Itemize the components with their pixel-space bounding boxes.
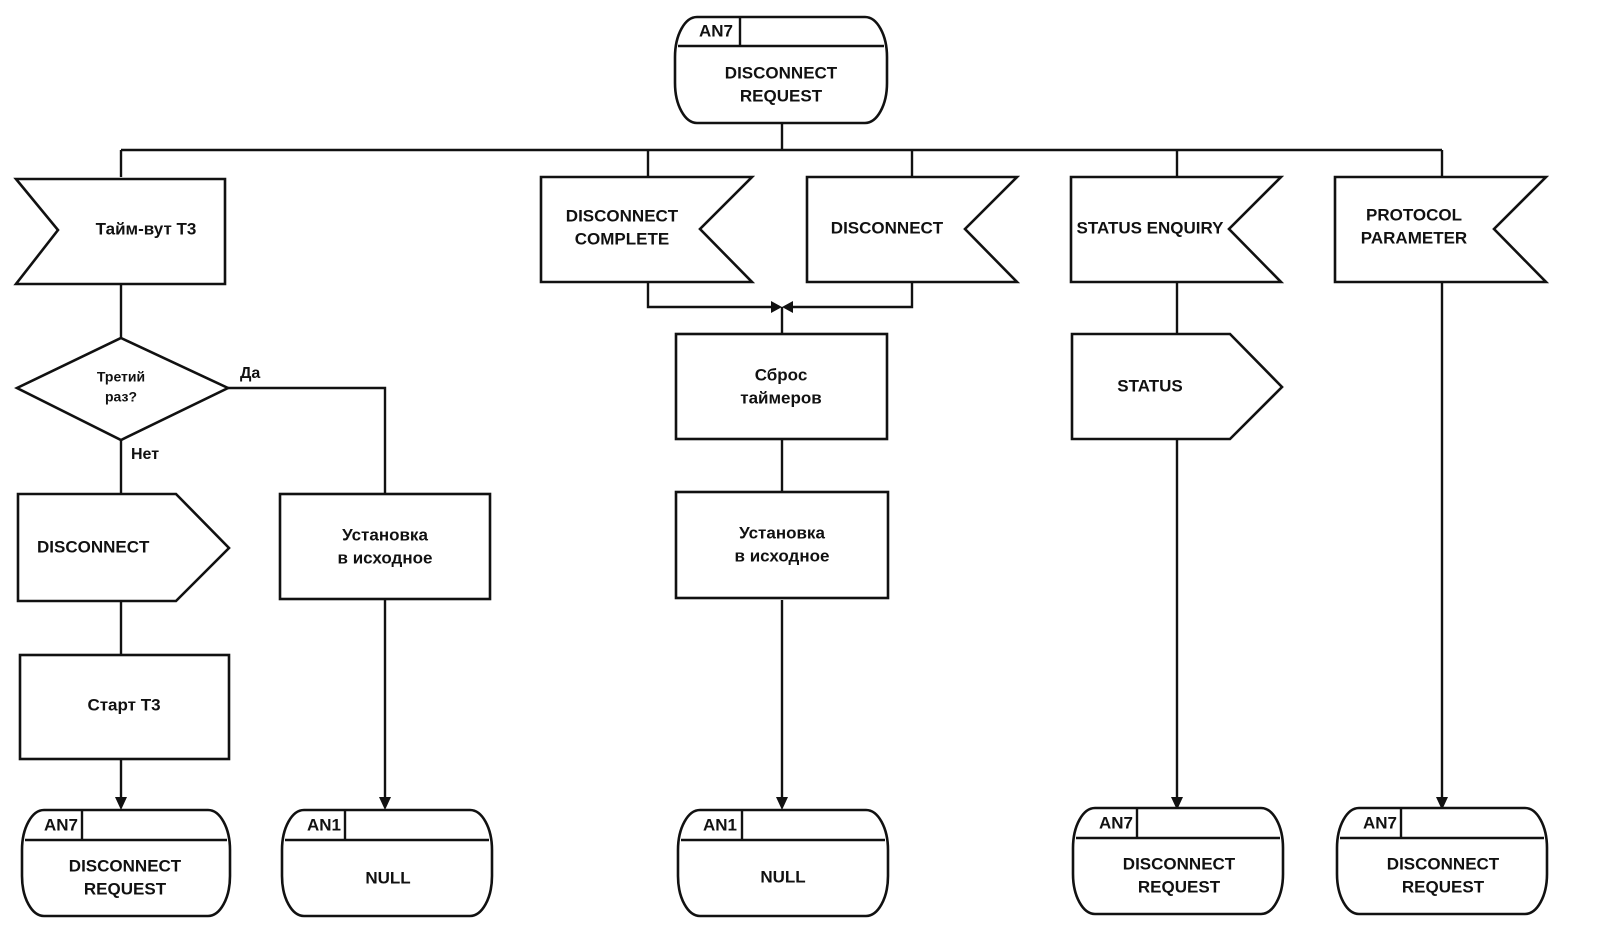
state-id: AN7 [1363, 813, 1397, 832]
end-state-an7-protocol: AN7 DISCONNECT REQUEST [1335, 806, 1549, 916]
disconnect-input: DISCONNECT [805, 175, 1021, 284]
connector-lines [119, 123, 1444, 800]
state-label-line1: DISCONNECT [725, 63, 838, 82]
reset-label-line1: Установка [739, 523, 825, 542]
merge-right [789, 282, 914, 309]
reset-timers-line1: Сброс [755, 365, 808, 384]
decision-no-label: Нет [131, 446, 159, 463]
status-enquiry-input: STATUS ENQUIRY [1069, 175, 1285, 284]
state-label-line1: DISCONNECT [69, 856, 182, 875]
start-t3-task: Старт Т3 [18, 653, 231, 761]
state-label: NULL [760, 867, 805, 886]
state-label-line1: DISCONNECT [1387, 854, 1500, 873]
state-id: AN1 [307, 815, 341, 834]
reset-initial-task-2: Установка в исходное [674, 490, 890, 600]
end-state-an7-status: AN7 DISCONNECT REQUEST [1071, 806, 1285, 916]
end-state-an7-left: AN7 DISCONNECT REQUEST [20, 808, 232, 918]
state-id: AN1 [703, 815, 737, 834]
arrow-head [115, 797, 127, 810]
arrow-head [379, 797, 391, 810]
decision-label-line1: Третий [97, 369, 145, 385]
merge-left [646, 282, 775, 309]
arrow-head [1436, 797, 1448, 810]
reset-initial-task-1: Установка в исходное [278, 492, 492, 601]
state-id: AN7 [699, 21, 733, 40]
reset-timers-task: Сброс таймеров [674, 332, 889, 441]
third-time-decision: Третий раз? [14, 336, 232, 442]
arrow-head [776, 797, 788, 810]
start-state: AN7 DISCONNECT REQUEST [673, 15, 889, 125]
arrow-heads [115, 301, 1448, 810]
start-t3-label: Старт Т3 [87, 695, 160, 714]
reset-label-line1: Установка [342, 525, 428, 544]
state-label: NULL [365, 868, 410, 887]
decision-yes-label: Да [240, 365, 260, 382]
state-label-line2: REQUEST [740, 86, 823, 105]
line-decision-yes [228, 386, 387, 494]
merge-arrow-head [771, 301, 782, 313]
state-label-line2: REQUEST [84, 879, 167, 898]
merge-arrow-head [782, 301, 793, 313]
status-output: STATUS [1070, 332, 1284, 441]
end-state-an1-null-1: AN1 NULL [280, 808, 494, 918]
disconnect-input-label: DISCONNECT [831, 218, 944, 237]
disconnect-complete-line2: COMPLETE [575, 229, 669, 248]
decision-label-line2: раз? [105, 389, 137, 405]
disconnect-complete-line1: DISCONNECT [566, 206, 679, 225]
send-disconnect-label: DISCONNECT [37, 537, 150, 556]
protocol-parameter-line2: PARAMETER [1361, 228, 1467, 247]
timeout-t3-input: Тайм-вут Т3 [13, 177, 227, 286]
protocol-parameter-line1: PROTOCOL [1366, 205, 1462, 224]
send-disconnect-output: DISCONNECT [16, 492, 231, 603]
state-id: AN7 [44, 815, 78, 834]
reset-timers-line2: таймеров [740, 388, 821, 407]
timeout-label: Тайм-вут Т3 [96, 219, 197, 238]
state-label-line2: REQUEST [1138, 877, 1221, 896]
status-output-label: STATUS [1117, 376, 1182, 395]
state-label-line2: REQUEST [1402, 877, 1485, 896]
state-label-line1: DISCONNECT [1123, 854, 1236, 873]
reset-label-line2: в исходное [735, 546, 830, 565]
arrow-head [1171, 797, 1183, 810]
reset-label-line2: в исходное [338, 548, 433, 567]
status-enquiry-label: STATUS ENQUIRY [1076, 218, 1224, 237]
end-state-an1-null-2: AN1 NULL [676, 808, 890, 918]
disconnect-complete-input: DISCONNECT COMPLETE [539, 175, 756, 284]
state-id: AN7 [1099, 813, 1133, 832]
protocol-parameter-input: PROTOCOL PARAMETER [1333, 175, 1550, 284]
